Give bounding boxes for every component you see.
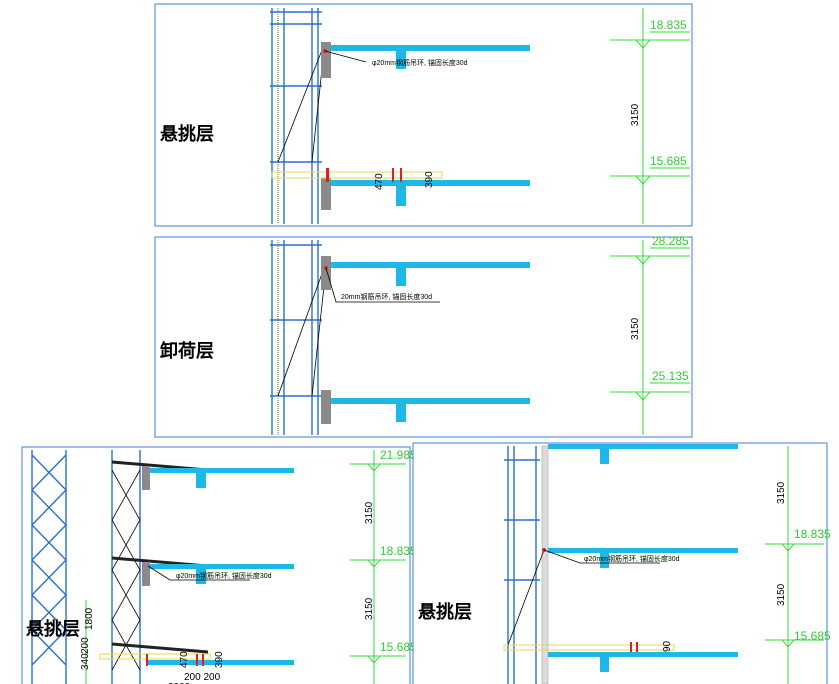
panel-bottom-right-frame bbox=[412, 442, 828, 684]
dim-200-200: 200 200 bbox=[184, 672, 221, 683]
cantilever-beam bbox=[271, 171, 443, 179]
floor-slab bbox=[146, 660, 294, 665]
floor-beam bbox=[396, 180, 406, 206]
anchor-ring bbox=[202, 654, 204, 666]
panel-bottom-right: φ20mm钢筋吊环, 锚固长度30d 90 悬挑层 18.835 15.685 … bbox=[412, 442, 831, 684]
panel-title: 悬挑层 bbox=[159, 123, 214, 145]
elevation-triangle bbox=[780, 639, 796, 648]
elevation-triangle bbox=[634, 39, 652, 49]
tie-rod bbox=[277, 49, 323, 163]
panel-bottom-left: φ20mm钢筋吊环, 锚固长度30d 1800 340 200 470 390 … bbox=[21, 446, 417, 684]
dim-vertical-1: 3150 bbox=[776, 481, 787, 504]
note-text: φ20mm钢筋吊环, 锚固长度30d bbox=[584, 554, 680, 563]
elevation-triangle bbox=[780, 543, 796, 552]
dim-vertical: 3150 bbox=[630, 103, 641, 126]
note-leader bbox=[324, 50, 367, 63]
floor-slab bbox=[146, 564, 294, 569]
dim-vertical: 3150 bbox=[630, 317, 641, 340]
wall-column bbox=[142, 562, 150, 586]
floor-slab bbox=[330, 262, 530, 268]
floor-slab bbox=[330, 45, 530, 51]
cantilever-beam bbox=[99, 653, 211, 660]
panel-middle: 20mm钢筋吊环, 锚固长度30d 卸荷层 28.285 25.135 3150 bbox=[154, 234, 693, 438]
floor-beam bbox=[600, 444, 609, 464]
anchor-ring bbox=[630, 642, 632, 652]
elevation-2: 18.835 bbox=[380, 544, 417, 558]
note-text: 20mm钢筋吊环, 锚固长度30d bbox=[341, 292, 432, 301]
anchor-ring bbox=[636, 642, 638, 652]
panel-title: 卸荷层 bbox=[160, 340, 214, 362]
elevation-lower: 15.685 bbox=[650, 154, 687, 168]
anchor-ring bbox=[400, 168, 402, 182]
tower-lacing bbox=[31, 454, 67, 666]
floor-slab bbox=[548, 548, 738, 553]
floor-slab bbox=[548, 652, 738, 657]
tie-rod bbox=[507, 549, 545, 646]
note-text: φ20mm钢筋吊环, 锚固长度30d bbox=[372, 58, 468, 67]
floor-slab bbox=[548, 444, 738, 449]
dim-2000: 2000 bbox=[168, 682, 191, 684]
dim-470: 470 bbox=[179, 651, 190, 668]
dim-470: 470 bbox=[374, 173, 385, 190]
panel-top: φ20mm钢筋吊环, 锚固长度30d 470 390 悬挑层 18.835 15… bbox=[154, 3, 693, 227]
floor-slab bbox=[330, 398, 530, 404]
tie-rod bbox=[277, 267, 325, 397]
floor-beam bbox=[396, 262, 406, 286]
note-leader bbox=[325, 267, 440, 303]
cantilever-beam bbox=[503, 644, 675, 651]
dim-390: 390 bbox=[424, 171, 435, 188]
elevation-1: 21.985 bbox=[380, 448, 417, 462]
wall-column bbox=[321, 42, 331, 78]
floor-beam bbox=[396, 398, 406, 422]
elevation-1: 18.835 bbox=[794, 527, 831, 541]
elevation-triangle bbox=[634, 175, 652, 185]
anchor-ring bbox=[392, 168, 394, 182]
wall-column bbox=[142, 466, 150, 490]
floor-beam bbox=[196, 564, 206, 584]
panel-title: 悬挑层 bbox=[25, 618, 80, 640]
dim-vertical-2: 3150 bbox=[776, 583, 787, 606]
dim-200: 200 bbox=[80, 637, 91, 654]
bracing bbox=[111, 469, 141, 671]
floor-slab bbox=[146, 468, 294, 473]
anchor-ring bbox=[196, 654, 198, 666]
elevation-upper: 28.285 bbox=[652, 234, 689, 248]
dim-vertical-1: 3150 bbox=[364, 501, 375, 524]
dim-1800: 1800 bbox=[84, 607, 95, 630]
note-text: φ20mm钢筋吊环, 锚固长度30d bbox=[176, 571, 272, 580]
panel-top-frame bbox=[154, 3, 693, 227]
dim-340: 340 bbox=[80, 653, 91, 670]
note-leader bbox=[543, 549, 660, 564]
elevation-lower: 25.135 bbox=[652, 369, 689, 383]
dim-90: 90 bbox=[662, 640, 673, 652]
wall-column bbox=[321, 390, 331, 424]
wall-section bbox=[541, 445, 549, 684]
elevation-triangle bbox=[634, 255, 652, 265]
tower-lacing bbox=[31, 454, 67, 666]
floor-beam bbox=[196, 468, 206, 488]
elevation-3: 15.685 bbox=[380, 640, 417, 654]
elevation-triangle bbox=[634, 391, 652, 401]
dim-390: 390 bbox=[214, 651, 225, 668]
anchor-ring bbox=[146, 654, 148, 666]
dim-vertical-2: 3150 bbox=[364, 597, 375, 620]
bracing bbox=[111, 469, 141, 671]
elevation-upper: 18.835 bbox=[650, 18, 687, 32]
elevation-triangle bbox=[366, 463, 382, 472]
elevation-triangle bbox=[366, 559, 382, 568]
wall-column bbox=[321, 256, 331, 290]
wall-column bbox=[321, 178, 331, 210]
floor-beam bbox=[600, 652, 609, 672]
floor-beam bbox=[396, 45, 406, 69]
cantilever-brace bbox=[111, 642, 209, 654]
elevation-2: 15.685 bbox=[794, 629, 831, 643]
panel-title: 悬挑层 bbox=[417, 601, 472, 623]
elevation-triangle bbox=[366, 655, 382, 664]
note-leader bbox=[147, 565, 250, 581]
floor-beam bbox=[600, 548, 609, 568]
floor-slab bbox=[330, 180, 530, 186]
anchor-ring bbox=[326, 168, 329, 182]
